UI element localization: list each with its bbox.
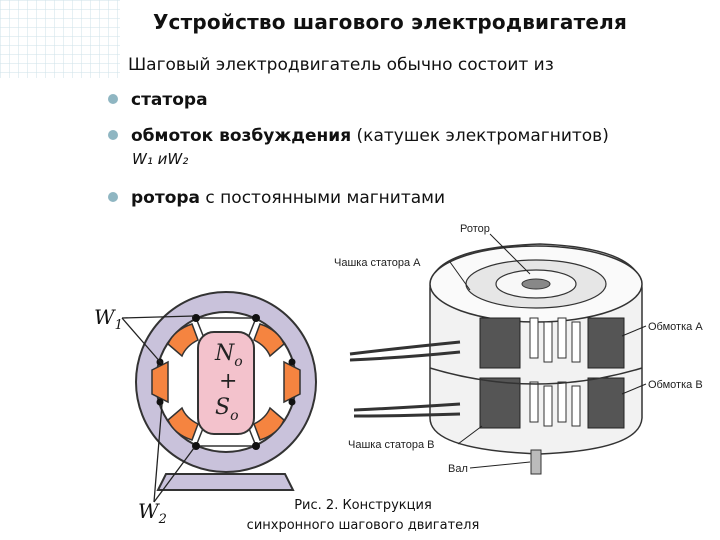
bullet-dot — [108, 130, 118, 140]
bullet-dot — [108, 94, 118, 104]
motor-construction-figure: Ротор Чашка статора А Обмотка А Обмотка … — [334, 223, 703, 475]
terminal-dot — [252, 442, 260, 450]
coil-segment — [151, 360, 169, 404]
south-pole-label: So — [215, 395, 239, 424]
shaft-top — [521, 278, 551, 290]
bullet-bold: статора — [131, 90, 208, 110]
leader-line — [121, 317, 163, 365]
label-cup-a: Чашка статора А — [334, 257, 421, 269]
leader-line — [153, 447, 195, 503]
figure-caption: Рис. 2. Конструкция синхронного шагового… — [228, 496, 498, 536]
bullet-dot — [108, 192, 118, 202]
leader-line — [621, 383, 647, 395]
caption-line-2: синхронного шагового двигателя — [246, 518, 480, 533]
label-cup-b: Чашка статора В — [348, 439, 434, 451]
decorative-grid-pattern — [0, 0, 120, 78]
lead-wire-b — [353, 412, 461, 418]
bullet-bold: обмоток возбуждения — [131, 126, 352, 146]
caption-line-1: Рис. 2. Конструкция — [294, 498, 432, 513]
terminal-dot — [156, 398, 164, 406]
winding-a-block — [479, 317, 521, 369]
terminal-dot — [192, 314, 200, 322]
coil-segment — [283, 360, 301, 404]
terminal-dot — [288, 398, 296, 406]
terminal-dot — [288, 358, 296, 366]
label-shaft: Вал — [448, 463, 468, 475]
winding-a-block — [587, 317, 625, 369]
winding-b-block — [587, 377, 625, 429]
plus-sign: + — [219, 369, 237, 394]
coil-segment — [167, 406, 199, 441]
cup-separator — [429, 367, 643, 385]
intro-text: Шаговый электродвигатель обычно состоит … — [128, 55, 554, 75]
leader-line — [153, 403, 163, 503]
rotor-magnet — [197, 331, 255, 435]
page-title: Устройство шагового электродвигателя — [152, 10, 628, 34]
leader-line — [121, 315, 195, 319]
north-pole-label: No — [214, 341, 243, 370]
coil-segment — [253, 406, 285, 441]
lead-wire-a — [349, 340, 461, 356]
windings-names: W₁ иW₂ — [132, 150, 189, 168]
label-winding-a: Обмотка А — [648, 321, 703, 333]
bullet-bold: ротора — [131, 188, 201, 208]
bullet-rest: с постоянными магнитами — [200, 188, 446, 208]
label-winding-b: Обмотка В — [648, 379, 703, 391]
terminal-dot — [252, 314, 260, 322]
shaft — [530, 449, 542, 475]
leader-line — [457, 425, 483, 445]
coil-segment — [167, 323, 199, 358]
w2-label: W2 — [138, 499, 167, 527]
winding-b-block — [479, 377, 521, 429]
leader-line — [469, 461, 531, 469]
motor-base — [156, 473, 295, 491]
stator-teeth — [529, 317, 581, 427]
label-rotor: Ротор — [460, 223, 490, 235]
leader-line — [489, 233, 531, 275]
leader-line — [621, 325, 647, 337]
lead-wire-b — [353, 402, 461, 412]
leader-line — [449, 261, 471, 291]
stator-cross-section-figure: No + So W1 W2 — [94, 291, 317, 527]
w1-label: W1 — [94, 305, 123, 333]
coil-segment — [253, 323, 285, 358]
bullet-rest: (катушек электромагнитов) — [351, 126, 609, 146]
lead-wire-a — [349, 350, 461, 362]
